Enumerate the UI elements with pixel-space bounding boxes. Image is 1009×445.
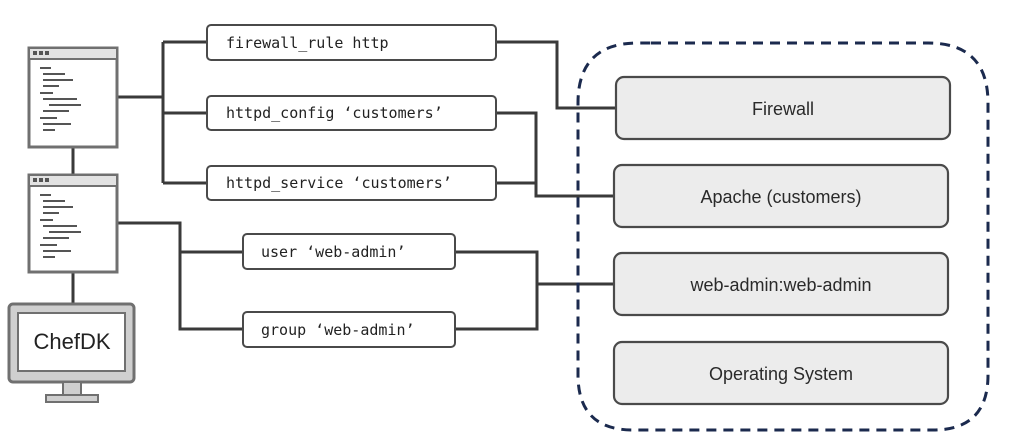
resource-label: firewall_rule http (226, 34, 389, 52)
resource-label: httpd_service ‘customers’ (226, 174, 452, 192)
resource-label: httpd_config ‘customers’ (226, 104, 443, 122)
monitor-icon: ChefDK (7, 302, 136, 403)
resource-label: group ‘web-admin’ (261, 321, 415, 339)
layer-label: Apache (customers) (700, 187, 861, 207)
node-boundary (576, 41, 990, 432)
layer-firewall: Firewall (614, 75, 952, 141)
layer-web-admin: web-admin:web-admin (612, 251, 950, 317)
code-file-icon (27, 46, 119, 149)
code-file-icon (27, 173, 119, 274)
resource-user: user ‘web-admin’ (242, 233, 456, 270)
resource-group: group ‘web-admin’ (242, 311, 456, 348)
connector-user-group-bus (455, 250, 539, 331)
layer-label: web-admin:web-admin (689, 275, 871, 295)
resource-firewall-rule: firewall_rule http (206, 24, 497, 61)
connector-firewall-rule-to-firewall (496, 40, 616, 110)
layer-label: Operating System (709, 364, 853, 384)
resource-httpd-service: httpd_service ‘customers’ (206, 165, 497, 201)
layer-apache: Apache (customers) (612, 163, 950, 229)
workstation-label: ChefDK (33, 329, 110, 354)
connector-httpd-service-to-apache (496, 181, 614, 198)
resource-label: user ‘web-admin’ (261, 243, 406, 261)
layer-operating-system: Operating System (612, 340, 950, 406)
connector-httpd-config-to-apache (496, 111, 538, 196)
connector-file2-trunk (118, 221, 243, 331)
layer-label: Firewall (752, 99, 814, 119)
connectors (71, 40, 616, 331)
resource-httpd-config: httpd_config ‘customers’ (206, 95, 497, 131)
